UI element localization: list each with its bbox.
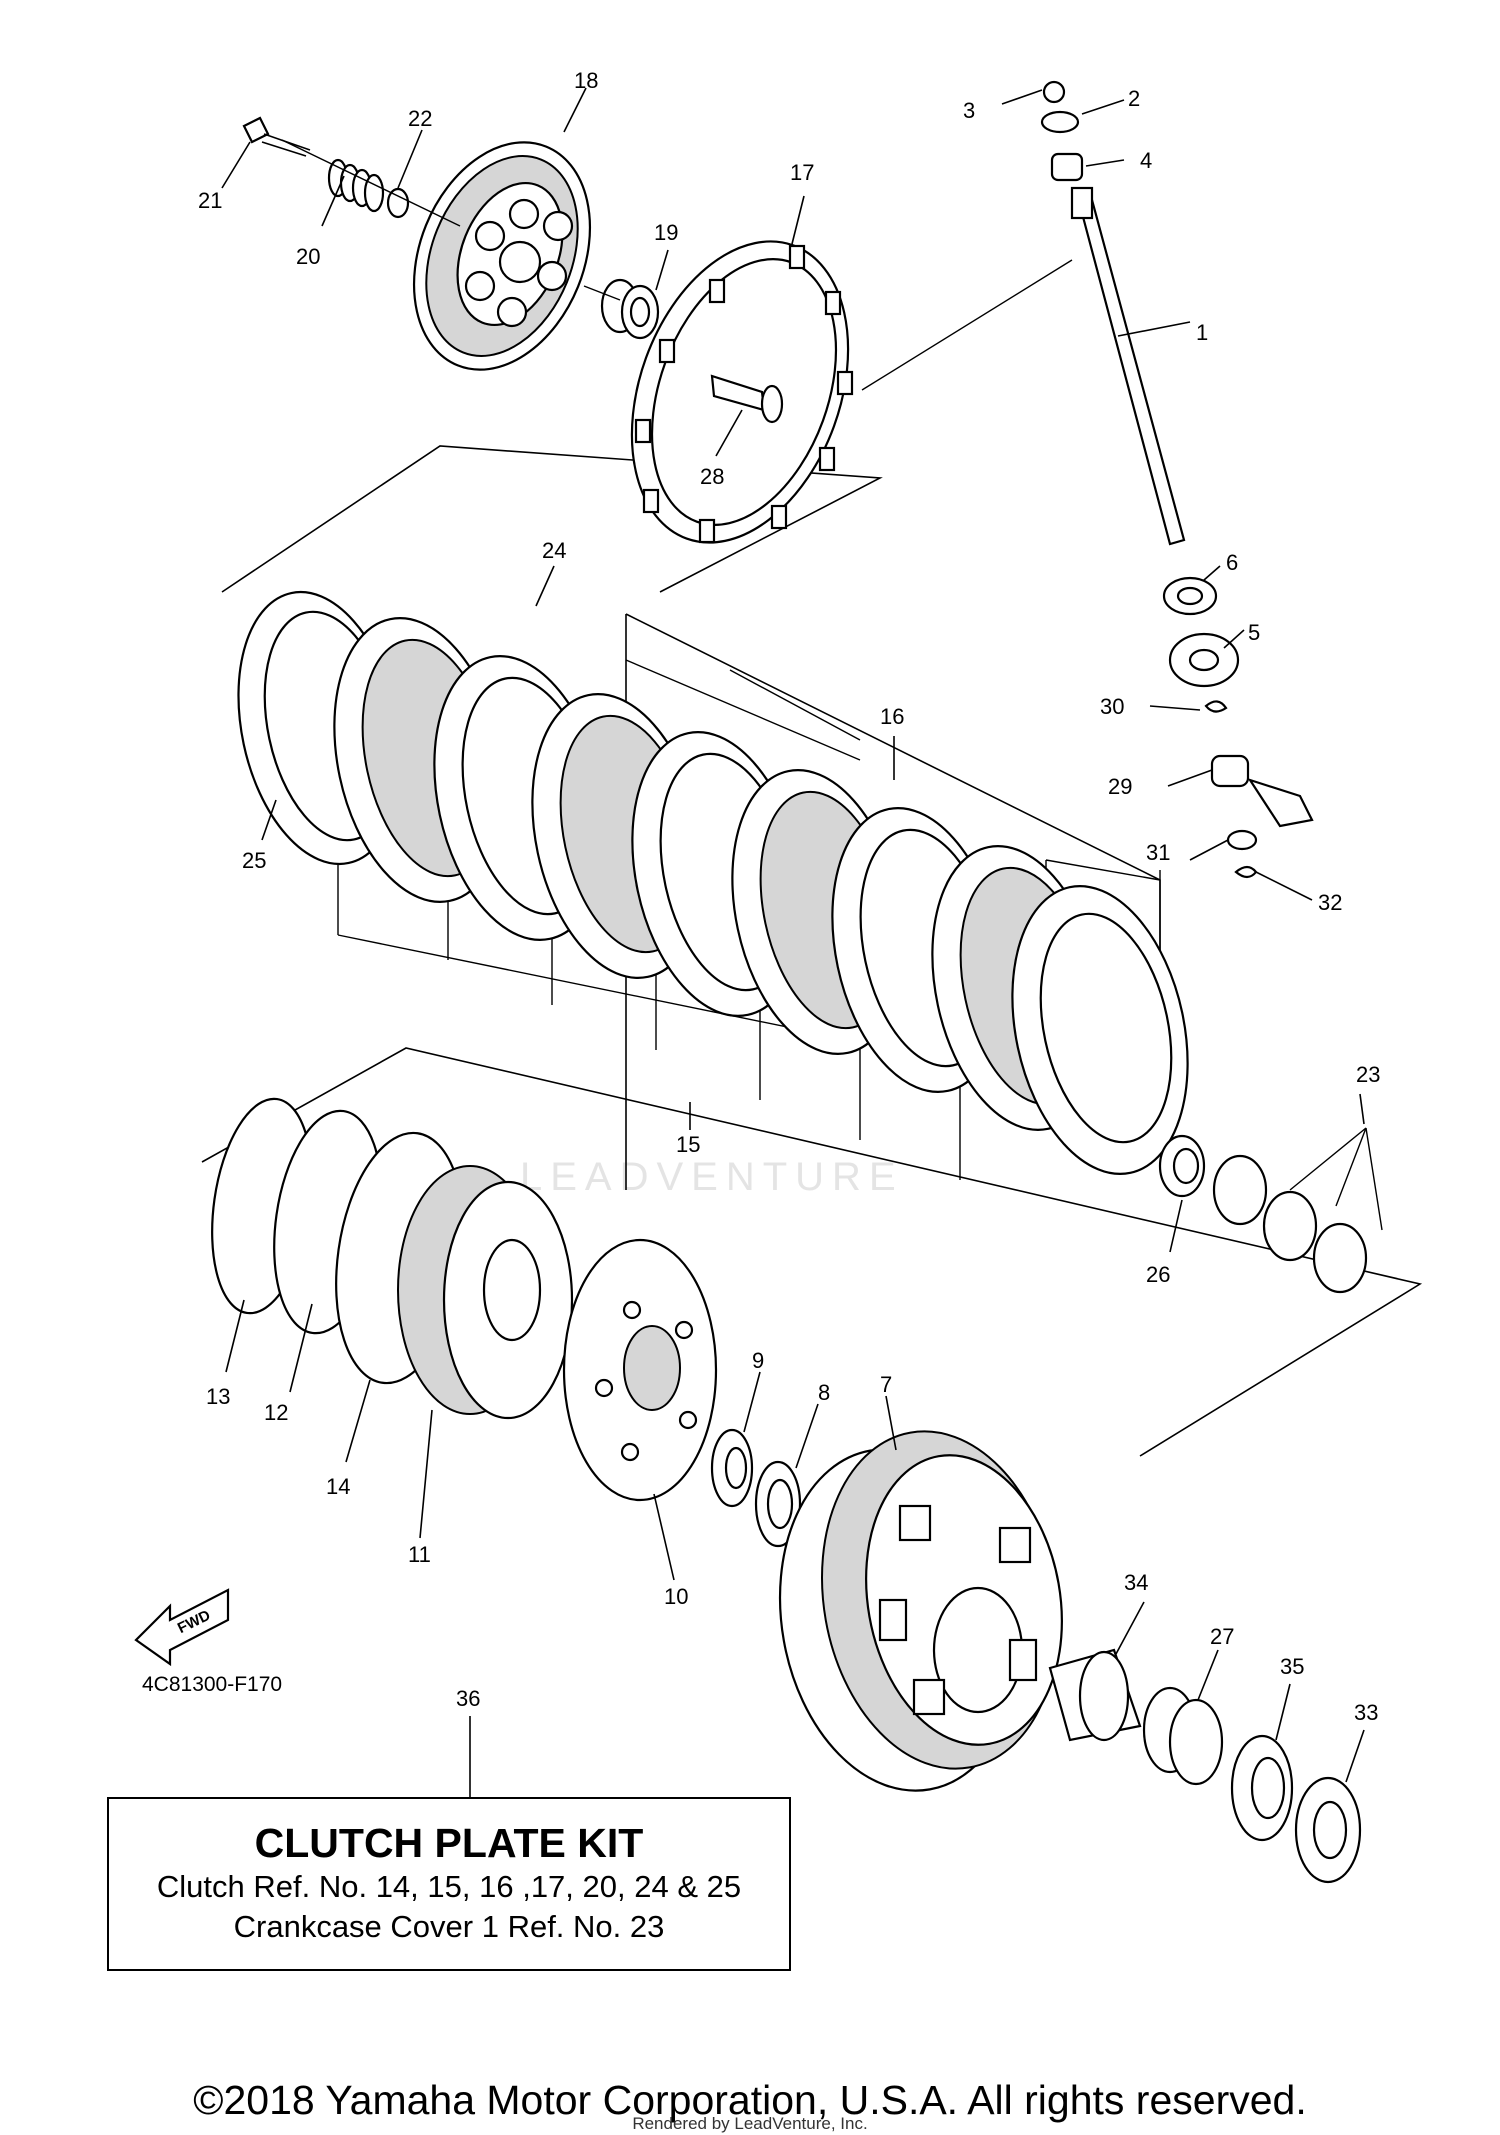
callout-11: 11: [408, 1542, 431, 1567]
kit-line-2: Crankcase Cover 1 Ref. No. 23: [233, 1909, 665, 1944]
callout-2: 2: [1128, 86, 1140, 111]
callout-27: 27: [1210, 1624, 1234, 1649]
callout-1: 1: [1196, 320, 1208, 345]
kit-line-1: Clutch Ref. No. 14, 15, 16 ,17, 20, 24 &…: [156, 1869, 742, 1904]
copyright-notice: ©2018 Yamaha Motor Corporation, U.S.A. A…: [193, 2077, 1307, 2123]
callout-16: 16: [880, 704, 904, 729]
pressure-plate-part: [412, 141, 592, 371]
callout-5: 5: [1248, 620, 1260, 645]
friction-plate-17-part: [630, 240, 854, 544]
callout-4: 4: [1140, 148, 1152, 173]
callout-19: 19: [654, 220, 678, 245]
clutch-plate-stack: [237, 590, 1189, 1175]
callout-23: 23: [1356, 1062, 1380, 1087]
callout-8: 8: [818, 1380, 830, 1405]
callout-20: 20: [296, 244, 320, 269]
bolt-spring-parts: [242, 116, 461, 227]
callout-7: 7: [880, 1372, 892, 1397]
callout-9: 9: [752, 1348, 764, 1373]
leader-lines: [221, 87, 1365, 1797]
callout-17: 17: [790, 160, 814, 185]
kit-title: CLUTCH PLATE KIT: [254, 1820, 644, 1866]
bearing-part: [583, 278, 660, 340]
callout-35: 35: [1280, 1654, 1304, 1679]
callout-3: 3: [963, 98, 975, 123]
callout-30: 30: [1100, 694, 1124, 719]
rendered-by-note: Rendered by LeadVenture, Inc.: [632, 2114, 868, 2133]
callout-28: 28: [700, 464, 724, 489]
figure-code: 4C81300-F170: [142, 1673, 283, 1696]
push-rod-shaft-part: [861, 80, 1314, 879]
callout-13: 13: [206, 1384, 230, 1409]
callout-15: 15: [676, 1132, 700, 1157]
clutch-housing-part: [778, 1430, 1063, 1792]
clutch-plate-kit-box: CLUTCH PLATE KIT Clutch Ref. No. 14, 15,…: [107, 1797, 791, 1971]
callout-22: 22: [408, 106, 432, 131]
callout-31: 31: [1146, 840, 1170, 865]
clutch-boss-group: [211, 1097, 802, 1548]
callout-10: 10: [664, 1584, 688, 1609]
callout-12: 12: [264, 1400, 288, 1425]
callout-32: 32: [1318, 890, 1342, 915]
callout-34: 34: [1124, 1570, 1148, 1595]
callout-33: 33: [1354, 1700, 1378, 1725]
callout-labels: 1 2 3 4 5 6 7 8 9 10 11 12 13 14 15 16 1…: [198, 68, 1380, 1725]
callout-24: 24: [542, 538, 566, 563]
callout-18: 18: [574, 68, 598, 93]
collar-bearing-parts: [1048, 1648, 1362, 1884]
watermark: LEADVENTURE: [520, 1155, 904, 1199]
fwd-arrow-icon: FWD: [134, 1588, 230, 1667]
nut-lockwasher-parts: [1158, 1127, 1383, 1294]
callout-21: 21: [198, 188, 222, 213]
callout-29: 29: [1108, 774, 1132, 799]
callout-26: 26: [1146, 1262, 1170, 1287]
callout-6: 6: [1226, 550, 1238, 575]
callout-25: 25: [242, 848, 266, 873]
callout-14: 14: [326, 1474, 350, 1499]
callout-36: 36: [456, 1686, 480, 1711]
